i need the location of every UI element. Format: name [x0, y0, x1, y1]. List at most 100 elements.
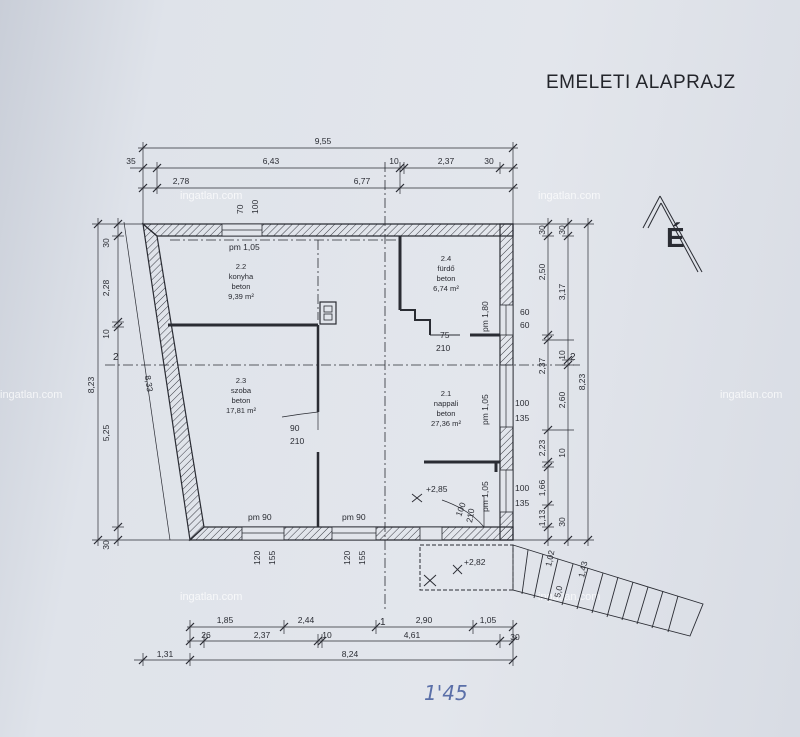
svg-text:135: 135	[515, 498, 529, 508]
right-dimensions: 30 2,50 2,37 2,23 1,66 1,13 30 3,17 10 2…	[537, 225, 587, 527]
svg-text:30: 30	[557, 517, 567, 527]
watermark: ingatlan.com	[0, 389, 62, 401]
room-label-kitchen: 2.2 konyha beton 9,39 m²	[228, 262, 254, 301]
svg-text:26: 26	[201, 630, 211, 640]
svg-text:2,37: 2,37	[537, 357, 547, 374]
svg-text:10: 10	[557, 448, 567, 458]
watermark: ingatlan.com	[538, 591, 600, 603]
svg-text:pm 1,80: pm 1,80	[480, 301, 490, 332]
balcony	[419, 544, 514, 591]
exterior-walls	[141, 222, 514, 542]
level-label: +2,82	[464, 557, 486, 567]
svg-text:2,90: 2,90	[416, 615, 433, 625]
svg-text:210: 210	[464, 507, 476, 523]
svg-text:75: 75	[440, 330, 450, 340]
svg-text:konyha: konyha	[229, 272, 254, 281]
svg-text:pm 1,05: pm 1,05	[480, 481, 490, 512]
svg-text:35: 35	[126, 156, 136, 166]
axis-label: 1	[380, 617, 386, 628]
svg-text:2,50: 2,50	[537, 263, 547, 280]
svg-text:210: 210	[290, 436, 304, 446]
stairs	[512, 544, 704, 637]
svg-text:155: 155	[357, 551, 367, 565]
svg-text:120: 120	[342, 551, 352, 565]
svg-text:1,05: 1,05	[480, 615, 497, 625]
svg-text:30: 30	[510, 632, 520, 642]
svg-text:90: 90	[290, 423, 300, 433]
svg-text:30: 30	[484, 156, 494, 166]
svg-text:pm 1,05: pm 1,05	[229, 242, 260, 252]
svg-text:2,78: 2,78	[173, 176, 190, 186]
stair-dim: 5,0	[552, 585, 564, 599]
dimension-ticks	[93, 143, 593, 665]
stair-dim: 1,43	[576, 560, 589, 579]
svg-text:10: 10	[389, 156, 399, 166]
svg-text:6,43: 6,43	[263, 156, 280, 166]
dimension-lines	[92, 142, 594, 666]
north-label: É	[666, 222, 685, 253]
svg-text:fürdő: fürdő	[437, 264, 454, 273]
svg-text:8,33: 8,33	[143, 375, 156, 393]
watermark: ingatlan.com	[538, 190, 600, 202]
svg-text:2,44: 2,44	[298, 615, 315, 625]
svg-text:pm 90: pm 90	[248, 512, 272, 522]
bottom-dimensions: 1,85 2,44 2,90 1,05 26 2,37 10 4,61 30 1…	[157, 615, 520, 659]
north-arrow-icon	[642, 195, 703, 273]
svg-text:155: 155	[267, 551, 277, 565]
svg-text:100: 100	[515, 398, 529, 408]
svg-text:2,23: 2,23	[537, 439, 547, 456]
handwritten-note: 1'45	[424, 681, 468, 705]
svg-text:60: 60	[520, 307, 530, 317]
svg-text:60: 60	[520, 320, 530, 330]
svg-text:2.2: 2.2	[236, 262, 247, 271]
room-label-bathroom: 2.4 fürdő beton 6,74 m²	[433, 254, 459, 293]
svg-text:1,13: 1,13	[537, 509, 547, 526]
svg-text:27,36 m²: 27,36 m²	[431, 419, 461, 428]
svg-text:5,25: 5,25	[101, 424, 111, 441]
watermark: ingatlan.com	[180, 591, 242, 603]
svg-text:8,24: 8,24	[342, 649, 359, 659]
svg-text:4,61: 4,61	[404, 630, 421, 640]
svg-text:135: 135	[515, 413, 529, 423]
svg-text:30: 30	[557, 225, 567, 235]
svg-text:2,37: 2,37	[254, 630, 271, 640]
svg-text:100: 100	[515, 483, 529, 493]
svg-text:100: 100	[453, 501, 467, 518]
svg-text:30: 30	[537, 225, 547, 235]
svg-text:1,66: 1,66	[537, 479, 547, 496]
svg-text:szoba: szoba	[231, 386, 252, 395]
svg-text:30: 30	[101, 540, 111, 550]
svg-text:2.3: 2.3	[236, 376, 247, 385]
axis-label: 2	[570, 352, 576, 363]
svg-text:2,28: 2,28	[101, 279, 111, 296]
svg-text:2.1: 2.1	[441, 389, 452, 398]
axis-lines	[105, 162, 580, 612]
svg-text:beton: beton	[436, 409, 455, 418]
svg-text:nappali: nappali	[434, 399, 459, 408]
axis-label: 2	[113, 352, 119, 363]
watermark: ingatlan.com	[180, 190, 242, 202]
level-marker-icon	[411, 493, 463, 575]
door-swings	[281, 411, 485, 528]
svg-text:2.4: 2.4	[441, 254, 452, 263]
svg-text:pm 1,05: pm 1,05	[480, 394, 490, 425]
svg-text:1,31: 1,31	[157, 649, 174, 659]
svg-text:100: 100	[250, 200, 260, 214]
svg-text:1,85: 1,85	[217, 615, 234, 625]
interior-walls	[168, 236, 500, 527]
stair-dim: 1,02	[543, 549, 556, 568]
svg-text:9,39 m²: 9,39 m²	[228, 292, 254, 301]
svg-text:10: 10	[322, 630, 332, 640]
svg-text:17,81 m²: 17,81 m²	[226, 406, 256, 415]
plan-title: EMELETI ALAPRAJZ	[546, 72, 736, 93]
svg-text:6,77: 6,77	[354, 176, 371, 186]
room-label-living: 2.1 nappali beton 27,36 m²	[431, 389, 461, 428]
window-openings	[221, 223, 514, 541]
level-label: +2,85	[426, 484, 448, 494]
svg-text:8,23: 8,23	[86, 376, 96, 393]
svg-text:beton: beton	[436, 274, 455, 283]
opening-labels: pm 1,05 70 100 75 210 pm 1,80 60 60 90 2…	[229, 200, 530, 565]
svg-text:beton: beton	[231, 396, 250, 405]
